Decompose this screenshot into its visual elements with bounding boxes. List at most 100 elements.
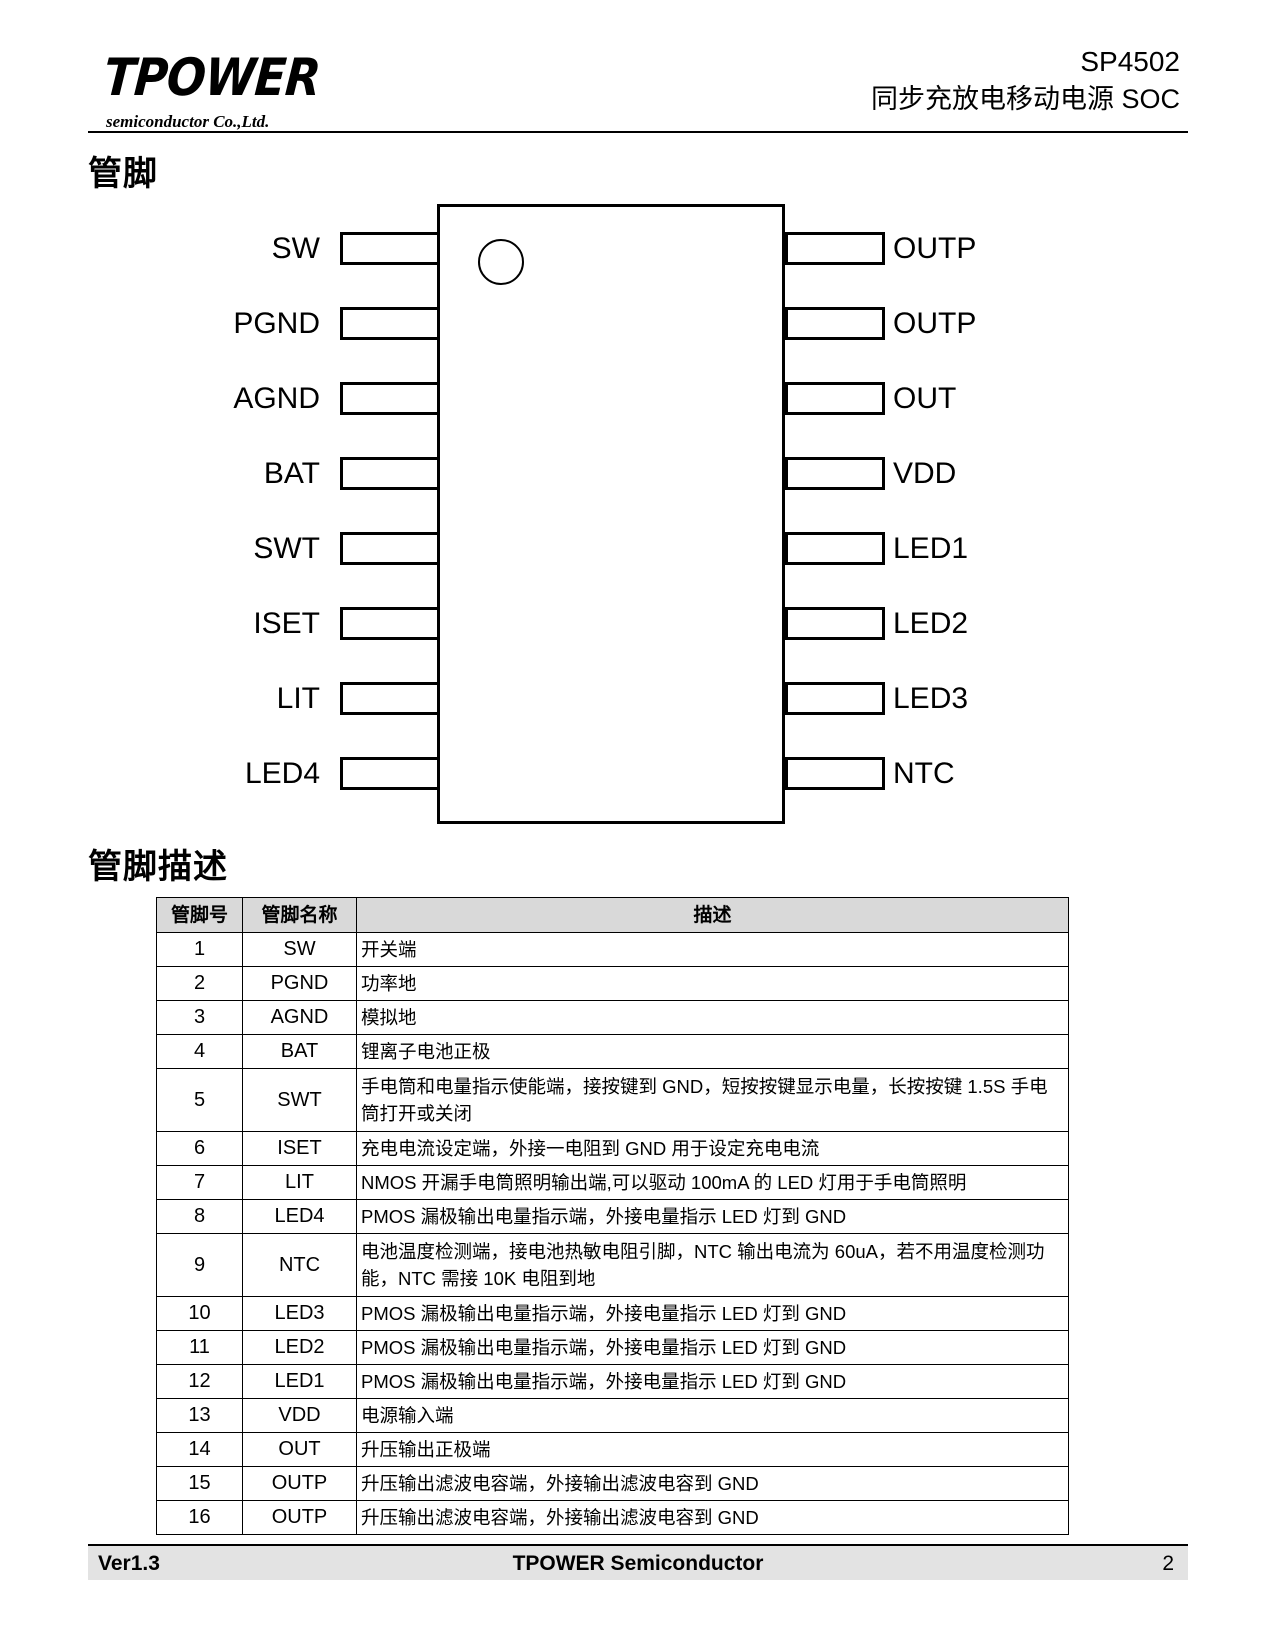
table-row: 13 VDD 电源输入端 — [156, 1398, 1069, 1433]
cell-description: 锂离子电池正极 — [356, 1034, 1069, 1069]
pin-label-bat: BAT — [263, 457, 320, 490]
cell-description: 手电筒和电量指示使能端，接按键到 GND，短按按键显示电量，长按按键 1.5S … — [356, 1068, 1069, 1132]
cell-pin-number: 1 — [156, 932, 243, 967]
cell-description: 模拟地 — [356, 1000, 1069, 1035]
cell-description: 升压输出滤波电容端，外接输出滤波电容到 GND — [356, 1500, 1069, 1535]
pin-label-led2: LED2 — [893, 607, 969, 640]
cell-pin-number: 7 — [156, 1165, 243, 1200]
column-header-pin-number: 管脚号 — [156, 897, 243, 933]
pin-lead-left-1 — [340, 232, 440, 265]
cell-pin-number: 11 — [156, 1330, 243, 1365]
pin-label-agnd: AGND — [233, 382, 320, 415]
pin1-marker-circle-icon — [478, 239, 524, 285]
pin-label-outp-15: OUTP — [893, 307, 977, 340]
cell-pin-name: OUTP — [242, 1500, 357, 1535]
table-header-row: 管脚号 管脚名称 描述 — [156, 897, 1069, 933]
pin-label-pgnd: PGND — [233, 307, 320, 340]
pin-lead-right-6 — [785, 607, 885, 640]
cell-pin-name: SW — [242, 932, 357, 967]
column-header-description: 描述 — [356, 897, 1069, 933]
pin-label-led1: LED1 — [893, 532, 969, 565]
table-row: 16 OUTP 升压输出滤波电容端，外接输出滤波电容到 GND — [156, 1500, 1069, 1535]
pin-lead-right-5 — [785, 532, 885, 565]
pin-lead-left-4 — [340, 457, 440, 490]
table-row: 2 PGND 功率地 — [156, 966, 1069, 1001]
pin-label-sw: SW — [271, 232, 320, 265]
cell-description: 功率地 — [356, 966, 1069, 1001]
cell-pin-number: 4 — [156, 1034, 243, 1069]
page-header: TPOWER semiconductor Co.,Ltd. SP4502 同步充… — [88, 44, 1188, 131]
pin-lead-left-3 — [340, 382, 440, 415]
pin-label-out: OUT — [893, 382, 957, 415]
table-row: 5 SWT 手电筒和电量指示使能端，接按键到 GND，短按按键显示电量，长按按键… — [156, 1068, 1069, 1132]
header-title-block: SP4502 同步充放电移动电源 SOC — [871, 44, 1180, 118]
table-row: 10 LED3 PMOS 漏极输出电量指示端，外接电量指示 LED 灯到 GND — [156, 1296, 1069, 1331]
pin-diagram: SW PGND AGND BAT SWT ISET LIT LED4 OUTP … — [0, 196, 1275, 836]
header-divider — [88, 131, 1188, 133]
pin-lead-left-6 — [340, 607, 440, 640]
cell-pin-name: OUT — [242, 1432, 357, 1467]
cell-pin-number: 5 — [156, 1068, 243, 1132]
pin-lead-left-8 — [340, 757, 440, 790]
cell-pin-name: LED3 — [242, 1296, 357, 1331]
logo-wordmark: TPOWER — [101, 46, 322, 108]
cell-pin-number: 14 — [156, 1432, 243, 1467]
cell-pin-name: LED4 — [242, 1199, 357, 1234]
cell-pin-number: 10 — [156, 1296, 243, 1331]
pin-lead-right-4 — [785, 457, 885, 490]
cell-pin-name: NTC — [242, 1233, 357, 1297]
part-number: SP4502 — [1080, 46, 1180, 77]
pin-description-table: 管脚号 管脚名称 描述 1 SW 开关端 2 PGND 功率地 3 AGND 模… — [156, 897, 1069, 1535]
cell-pin-number: 13 — [156, 1398, 243, 1433]
cell-description: PMOS 漏极输出电量指示端，外接电量指示 LED 灯到 GND — [356, 1364, 1069, 1399]
cell-pin-number: 2 — [156, 966, 243, 1001]
cell-description: 电源输入端 — [356, 1398, 1069, 1433]
table-row: 12 LED1 PMOS 漏极输出电量指示端，外接电量指示 LED 灯到 GND — [156, 1364, 1069, 1399]
cell-pin-number: 15 — [156, 1466, 243, 1501]
pin-lead-right-1 — [785, 232, 885, 265]
table-row: 9 NTC 电池温度检测端，接电池热敏电阻引脚，NTC 输出电流为 60uA，若… — [156, 1233, 1069, 1297]
footer-version: Ver1.3 — [98, 1552, 160, 1575]
cell-pin-name: OUTP — [242, 1466, 357, 1501]
cell-pin-name: ISET — [242, 1131, 357, 1166]
table-row: 7 LIT NMOS 开漏手电筒照明输出端,可以驱动 100mA 的 LED 灯… — [156, 1165, 1069, 1200]
cell-pin-name: BAT — [242, 1034, 357, 1069]
cell-pin-number: 8 — [156, 1199, 243, 1234]
table-row: 3 AGND 模拟地 — [156, 1000, 1069, 1035]
footer-page-number: 2 — [1162, 1552, 1174, 1575]
cell-pin-number: 6 — [156, 1131, 243, 1166]
pin-lead-right-8 — [785, 757, 885, 790]
pin-label-led4: LED4 — [244, 757, 320, 790]
pin-label-ntc: NTC — [893, 757, 955, 790]
cell-pin-number: 16 — [156, 1500, 243, 1535]
table-row: 15 OUTP 升压输出滤波电容端，外接输出滤波电容到 GND — [156, 1466, 1069, 1501]
cell-description: 充电电流设定端，外接一电阻到 GND 用于设定充电电流 — [356, 1131, 1069, 1166]
cell-description: 升压输出滤波电容端，外接输出滤波电容到 GND — [356, 1466, 1069, 1501]
cell-pin-name: AGND — [242, 1000, 357, 1035]
table-row: 6 ISET 充电电流设定端，外接一电阻到 GND 用于设定充电电流 — [156, 1131, 1069, 1166]
cell-description: PMOS 漏极输出电量指示端，外接电量指示 LED 灯到 GND — [356, 1330, 1069, 1365]
table-row: 11 LED2 PMOS 漏极输出电量指示端，外接电量指示 LED 灯到 GND — [156, 1330, 1069, 1365]
chip-body-outline — [437, 204, 785, 824]
cell-description: 升压输出正极端 — [356, 1432, 1069, 1467]
pin-label-lit: LIT — [276, 682, 320, 715]
pin-label-vdd: VDD — [893, 457, 957, 490]
page-footer: Ver1.3 TPOWER Semiconductor 2 — [88, 1546, 1188, 1580]
footer-divider — [88, 1544, 1188, 1546]
pin-label-swt: SWT — [253, 532, 320, 565]
cell-description: PMOS 漏极输出电量指示端，外接电量指示 LED 灯到 GND — [356, 1296, 1069, 1331]
cell-pin-name: LED2 — [242, 1330, 357, 1365]
cell-pin-name: VDD — [242, 1398, 357, 1433]
pin-lead-right-2 — [785, 307, 885, 340]
cell-description: NMOS 开漏手电筒照明输出端,可以驱动 100mA 的 LED 灯用于手电筒照… — [356, 1165, 1069, 1200]
cell-pin-number: 3 — [156, 1000, 243, 1035]
pin-label-led3: LED3 — [893, 682, 969, 715]
pin-lead-right-3 — [785, 382, 885, 415]
section-heading-pin-description: 管脚描述 — [88, 847, 228, 887]
cell-description: 电池温度检测端，接电池热敏电阻引脚，NTC 输出电流为 60uA，若不用温度检测… — [356, 1233, 1069, 1297]
table-row: 14 OUT 升压输出正极端 — [156, 1432, 1069, 1467]
cell-pin-number: 12 — [156, 1364, 243, 1399]
tpower-logo: TPOWER semiconductor Co.,Ltd. — [102, 47, 336, 131]
table-row: 8 LED4 PMOS 漏极输出电量指示端，外接电量指示 LED 灯到 GND — [156, 1199, 1069, 1234]
cell-pin-name: SWT — [242, 1068, 357, 1132]
